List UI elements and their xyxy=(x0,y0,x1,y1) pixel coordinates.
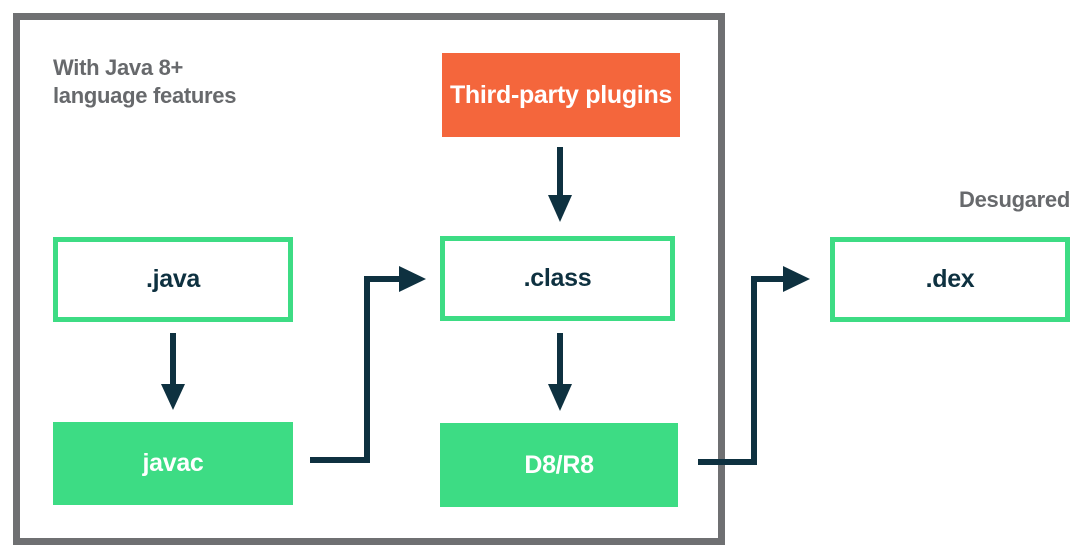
node-d8r8: D8/R8 xyxy=(440,423,678,507)
node-third-party-plugins: Third-party plugins xyxy=(442,53,680,137)
desugared-label: Desugared xyxy=(958,187,1070,212)
node-dex-file: .dex xyxy=(830,237,1070,322)
node-class-file: .class xyxy=(440,236,675,321)
node-java-file: .java xyxy=(53,237,293,322)
node-javac: javac xyxy=(53,422,293,505)
frame-note-java8: With Java 8+ language features xyxy=(53,55,237,108)
